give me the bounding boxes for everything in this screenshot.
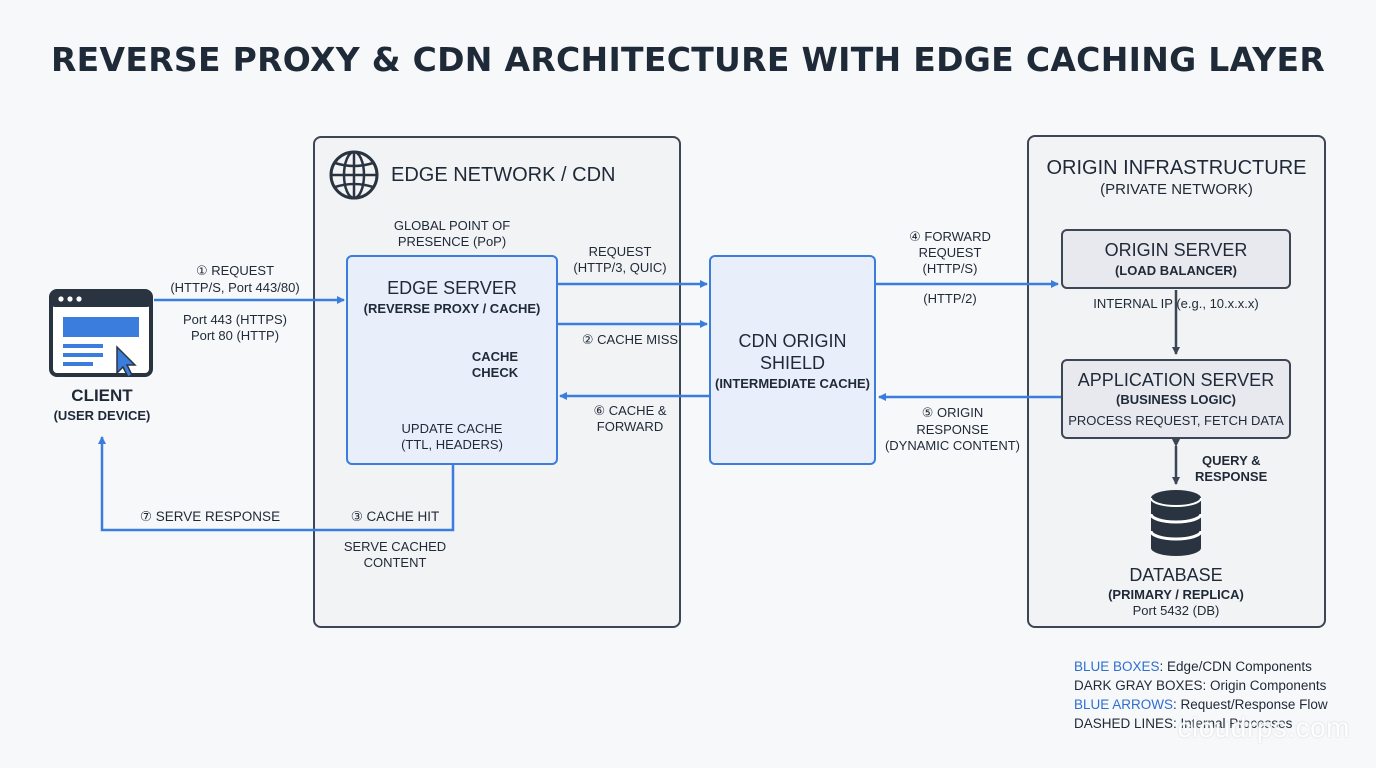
flow-serve-response-label: ⑦ SERVE RESPONSE <box>139 509 281 524</box>
update-cache-line2: (TTL, HEADERS) <box>401 437 503 452</box>
database-title: DATABASE <box>1129 565 1223 585</box>
origin-shield-subtitle: (INTERMEDIATE CACHE) <box>714 376 871 391</box>
flow-request-protocol: (HTTP/S, Port 443/80) <box>170 280 300 295</box>
origin-shield-line1: CDN ORIGIN <box>738 331 847 351</box>
query-response-line1: QUERY & <box>1202 453 1261 468</box>
origin-infra-title: ORIGIN INFRASTRUCTURE <box>1046 157 1307 179</box>
edge-network-title: EDGE NETWORK / CDN <box>391 164 616 186</box>
serve-cached-line2: CONTENT <box>363 555 427 570</box>
globe-icon <box>327 148 381 202</box>
legend-blue-arrows: BLUE ARROWS: Request/Response Flow <box>1074 697 1328 712</box>
origin-shield-box <box>709 255 876 465</box>
origin-server-box <box>1061 229 1291 289</box>
flow-forward-request-line2: REQUEST <box>918 245 982 260</box>
pop-label-line2: PRESENCE (PoP) <box>397 234 507 249</box>
internal-ip-label: INTERNAL IP (e.g., 10.x.x.x) <box>1093 296 1259 311</box>
flow-origin-response-line1: ⑤ ORIGIN <box>921 405 984 420</box>
client-title: CLIENT <box>71 386 133 405</box>
client-port-https: Port 443 (HTTPS) <box>182 312 288 327</box>
origin-infra-subtitle: (PRIVATE NETWORK) <box>1100 181 1253 198</box>
diagram-title: REVERSE PROXY & CDN ARCHITECTURE WITH ED… <box>50 40 1326 79</box>
browser-window-icon <box>49 289 153 379</box>
application-server-desc: PROCESS REQUEST, FETCH DATA <box>1068 413 1284 428</box>
flow-cache-miss-label: ② CACHE MISS <box>581 332 679 347</box>
legend-dashed-lines: DASHED LINES: Internal Processes <box>1074 716 1293 731</box>
legend-dark-gray-boxes: DARK GRAY BOXES: Origin Components <box>1074 678 1327 693</box>
edge-server-box <box>346 255 558 465</box>
client-port-http: Port 80 (HTTP) <box>190 328 280 343</box>
flow-cache-forward-line2: FORWARD <box>596 419 664 434</box>
database-icon <box>1148 488 1204 558</box>
flow-request-to-shield-protocol: (HTTP/3, QUIC) <box>573 260 667 275</box>
database-port: Port 5432 (DB) <box>1132 603 1220 618</box>
client-subtitle: (USER DEVICE) <box>53 408 151 423</box>
flow-forward-request-http2: (HTTP/2) <box>923 291 977 306</box>
legend-blue-boxes: BLUE BOXES: Edge/CDN Components <box>1074 659 1312 674</box>
flow-request-to-shield-label: REQUEST <box>588 244 652 259</box>
flow-cache-hit-label: ③ CACHE HIT <box>350 509 440 524</box>
flow-origin-response-line3: (DYNAMIC CONTENT) <box>884 438 1021 453</box>
application-server-title: APPLICATION SERVER <box>1077 370 1275 390</box>
flow-forward-request-line1: ④ FORWARD <box>909 229 991 244</box>
application-server-box <box>1061 359 1291 439</box>
edge-server-title: EDGE SERVER <box>387 278 517 298</box>
flow-origin-response-line2: RESPONSE <box>916 422 989 437</box>
database-subtitle: (PRIMARY / REPLICA) <box>1108 587 1244 602</box>
serve-cached-line1: SERVE CACHED <box>343 539 447 554</box>
flow-cache-forward-line1: ⑥ CACHE & <box>593 403 667 418</box>
origin-server-subtitle: (LOAD BALANCER) <box>1114 263 1238 278</box>
watermark: cloudrps.com <box>1177 712 1350 743</box>
arrow-serve-response <box>98 436 455 532</box>
update-cache-line1: UPDATE CACHE <box>401 421 503 436</box>
legend: BLUE BOXES: Edge/CDN Components DARK GRA… <box>1074 657 1328 733</box>
application-server-subtitle: (BUSINESS LOGIC) <box>1116 392 1236 407</box>
cache-check-line2: CHECK <box>471 365 519 380</box>
flow-forward-request-line3: (HTTP/S) <box>922 261 978 276</box>
origin-shield-line2: SHIELD <box>759 353 826 373</box>
origin-server-title: ORIGIN SERVER <box>1104 240 1248 260</box>
client-browser-icon <box>49 289 155 379</box>
pop-label-line1: GLOBAL POINT OF <box>393 218 511 233</box>
query-response-line2: RESPONSE <box>1195 469 1268 484</box>
flow-request-label: ① REQUEST <box>195 263 275 278</box>
cache-check-line1: CACHE <box>471 349 519 364</box>
edge-server-subtitle: (REVERSE PROXY / CACHE) <box>363 301 541 316</box>
